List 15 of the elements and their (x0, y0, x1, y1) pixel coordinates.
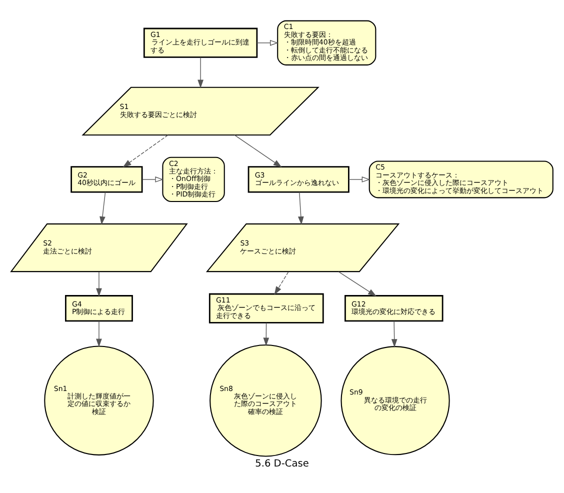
arrow (234, 134, 282, 168)
arrow (298, 192, 304, 225)
caption: 5.6 D-Case (255, 458, 309, 470)
arrow (122, 134, 168, 168)
arrow (256, 40, 278, 46)
arrow (96, 272, 102, 297)
arrow (100, 192, 106, 225)
arrow (274, 272, 289, 295)
arrow (348, 176, 370, 182)
arrow (198, 57, 204, 88)
arrow (142, 176, 164, 182)
arrow (263, 322, 270, 346)
arrow (391, 320, 398, 348)
arrow (338, 271, 376, 296)
arrow (96, 320, 102, 348)
